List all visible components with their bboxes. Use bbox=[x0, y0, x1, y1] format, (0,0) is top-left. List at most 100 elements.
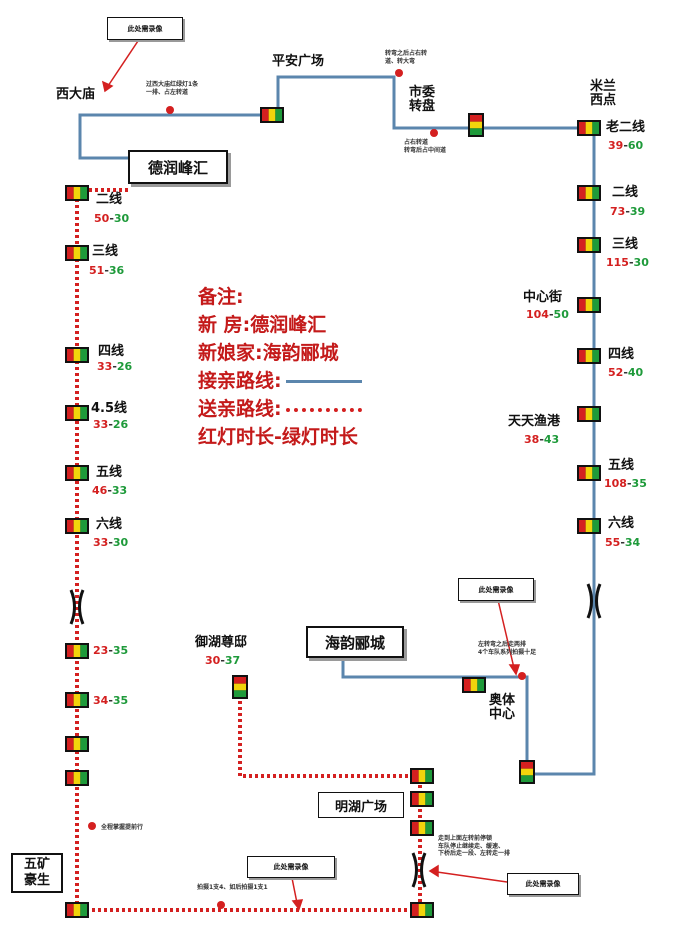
note-dots bbox=[88, 69, 526, 909]
intersection-name: 四线 bbox=[608, 347, 635, 362]
signal-timing: 46-33 bbox=[92, 484, 127, 497]
video-note-box: 此处需录像 bbox=[247, 856, 335, 878]
legend-pickup-label: 接亲路线: bbox=[198, 370, 282, 392]
intersection-name: 天天渔港 bbox=[508, 414, 561, 429]
dash: - bbox=[112, 360, 117, 373]
traffic-light-icon bbox=[577, 237, 601, 253]
legend-send-line bbox=[285, 407, 362, 412]
route-note: 全程掌握提前行 bbox=[101, 824, 144, 831]
dash: - bbox=[104, 264, 109, 277]
signal-timing: 34-35 bbox=[93, 694, 128, 707]
legend-bride-home: 新娘家:海韵郦城 bbox=[198, 342, 339, 364]
place-label-xidamiao: 西大庙 bbox=[56, 87, 96, 102]
dash: - bbox=[108, 536, 113, 549]
green-time: 35 bbox=[631, 477, 647, 490]
green-time: 34 bbox=[624, 536, 641, 549]
red-time: 73 bbox=[610, 205, 626, 218]
legend-groom-home: 新 房:德润峰汇 bbox=[198, 314, 327, 336]
red-time: 50 bbox=[94, 212, 110, 225]
traffic-light-icon bbox=[65, 347, 89, 363]
intersection-name: 五线 bbox=[608, 458, 635, 473]
dash: - bbox=[625, 205, 630, 218]
signal-timing: 33-26 bbox=[97, 360, 132, 373]
traffic-light-icon bbox=[462, 677, 486, 693]
green-time: 30 bbox=[112, 536, 129, 549]
place-box-wukuang: 五矿 豪生 bbox=[11, 853, 63, 893]
red-time: 33 bbox=[93, 536, 109, 549]
red-time: 104 bbox=[526, 308, 549, 321]
intersection-name: 三线 bbox=[92, 244, 119, 259]
legend-pickup-line bbox=[285, 380, 362, 383]
traffic-light-icon bbox=[577, 185, 601, 201]
green-time: 35 bbox=[112, 694, 129, 707]
red-time: 51 bbox=[89, 264, 105, 277]
intersection-name: 4.5线 bbox=[91, 401, 128, 416]
red-time: 115 bbox=[606, 256, 629, 269]
dash: - bbox=[108, 418, 113, 431]
green-time: 33 bbox=[111, 484, 128, 497]
signal-timing: 39-60 bbox=[608, 139, 643, 152]
traffic-light-icon bbox=[65, 643, 89, 659]
red-time: 52 bbox=[608, 366, 624, 379]
traffic-light-icon bbox=[410, 791, 434, 807]
traffic-light-icon bbox=[65, 902, 89, 918]
red-time: 46 bbox=[92, 484, 108, 497]
signal-timing: 104-50 bbox=[526, 308, 569, 321]
traffic-light-icon bbox=[65, 245, 89, 261]
traffic-light-icon bbox=[65, 770, 89, 786]
signal-timing: 51-36 bbox=[89, 264, 124, 277]
green-time: 50 bbox=[553, 308, 569, 321]
red-time: 108 bbox=[604, 477, 627, 490]
route-note: 过西大庙红绿灯1条 一排、占左转道 bbox=[146, 81, 199, 96]
intersection-name: 四线 bbox=[98, 344, 125, 359]
place-box-derun: 德润峰汇 bbox=[128, 150, 228, 184]
legend: 备注: 新 房:德润峰汇 新娘家:海韵郦城 接亲路线: 送亲路线: 红灯时长-绿… bbox=[198, 283, 362, 451]
video-note-box: 此处需录像 bbox=[507, 873, 579, 895]
place-box-haiyun: 海韵郦城 bbox=[306, 626, 404, 658]
video-note-box: 此处需录像 bbox=[107, 17, 183, 40]
place-label-yuhu: 御湖尊邸 bbox=[195, 635, 248, 650]
traffic-light-icon bbox=[260, 107, 284, 123]
intersection-name: 六线 bbox=[608, 516, 635, 531]
route-note: 拍摄1支4、如后拍摄1支1 bbox=[197, 884, 268, 891]
traffic-light-icon bbox=[65, 405, 89, 421]
signal-timing: 23-35 bbox=[93, 644, 128, 657]
intersection-name: 五线 bbox=[96, 465, 123, 480]
place-label-milan: 米兰 西点 bbox=[590, 79, 617, 109]
bridge-marks bbox=[69, 583, 602, 888]
traffic-light-icon bbox=[468, 113, 484, 137]
traffic-light-icon bbox=[577, 297, 601, 313]
dash: - bbox=[220, 654, 225, 667]
place-label-pingan: 平安广场 bbox=[272, 54, 325, 69]
dash: - bbox=[108, 644, 113, 657]
place-label-shiwei: 市委 转盘 bbox=[409, 85, 436, 115]
traffic-light-icon bbox=[410, 820, 434, 836]
legend-pickup-row: 接亲路线: bbox=[198, 367, 362, 395]
dash: - bbox=[628, 256, 634, 269]
traffic-light-icon bbox=[577, 120, 601, 136]
traffic-light-icon bbox=[519, 760, 535, 784]
dash: - bbox=[107, 484, 112, 497]
red-time: 23 bbox=[93, 644, 109, 657]
signal-timing: 33-30 bbox=[93, 536, 128, 549]
red-time: 33 bbox=[93, 418, 109, 431]
dash: - bbox=[108, 694, 113, 707]
traffic-light-icon bbox=[65, 185, 89, 201]
red-time: 34 bbox=[93, 694, 109, 707]
traffic-light-icon bbox=[410, 902, 434, 918]
dash: - bbox=[548, 308, 554, 321]
traffic-light-icon bbox=[410, 768, 434, 784]
traffic-light-icon bbox=[577, 348, 601, 364]
intersection-name: 二线 bbox=[96, 192, 123, 207]
dash: - bbox=[626, 477, 632, 490]
traffic-light-icon bbox=[65, 692, 89, 708]
video-note-box: 此处需录像 bbox=[458, 578, 534, 601]
yuhu-timing: 30-37 bbox=[205, 654, 240, 667]
green-time: 30 bbox=[633, 256, 649, 269]
yuhu-red: 30 bbox=[205, 654, 221, 667]
traffic-lights bbox=[65, 107, 601, 918]
green-time: 36 bbox=[108, 264, 125, 277]
traffic-light-icon bbox=[577, 518, 601, 534]
traffic-light-icon bbox=[65, 736, 89, 752]
